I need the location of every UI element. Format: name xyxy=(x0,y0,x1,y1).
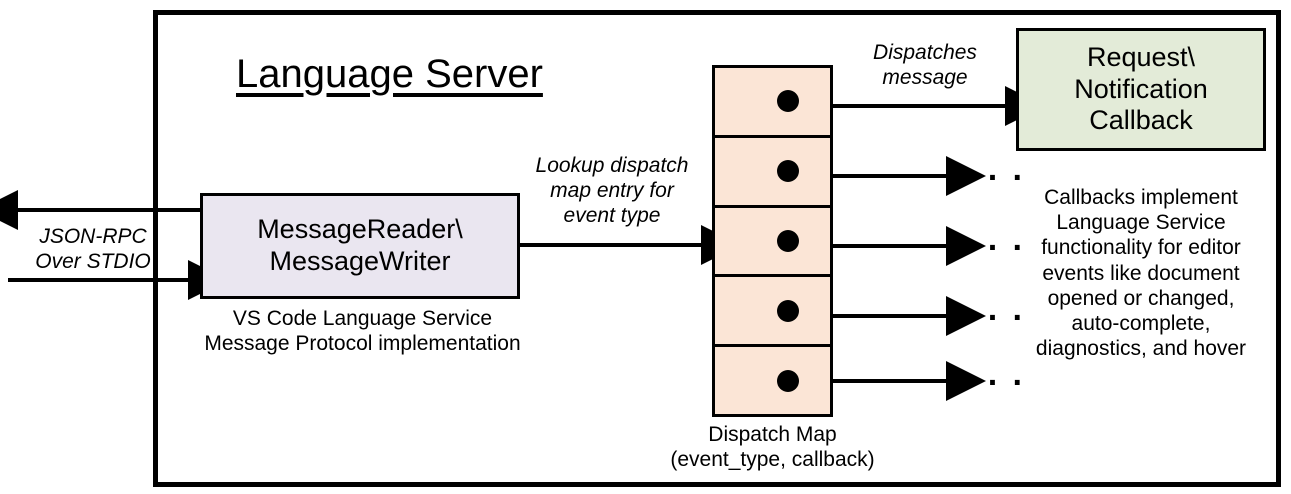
ellipsis-row-5: · · · xyxy=(963,364,1026,402)
page-title: Language Server xyxy=(236,52,543,96)
language-server-boundary xyxy=(153,10,1281,487)
ellipsis-row-4: · · · xyxy=(963,299,1026,337)
message-reader-writer-caption: VS Code Language Service Message Protoco… xyxy=(204,307,521,356)
request-notification-callback-label: Request\ Notification Callback xyxy=(1074,41,1208,136)
dispatch-map-row[interactable] xyxy=(715,138,830,208)
dispatch-map-caption: Dispatch Map (event_type, callback) xyxy=(670,423,875,472)
message-reader-writer-node[interactable]: MessageReader\ MessageWriter xyxy=(200,193,520,299)
dispatch-map-row[interactable] xyxy=(715,347,830,414)
dispatch-edge-label: Dispatches message xyxy=(873,41,977,90)
request-notification-callback-node[interactable]: Request\ Notification Callback xyxy=(1016,28,1266,151)
dispatch-map-row[interactable] xyxy=(715,277,830,348)
dispatch-map-row[interactable] xyxy=(715,68,830,138)
ellipsis-row-3: · · · xyxy=(963,229,1026,267)
callback-dot-icon xyxy=(777,229,799,252)
callback-dot-icon xyxy=(777,160,799,183)
callback-dot-icon xyxy=(777,299,799,322)
dispatch-map-table[interactable] xyxy=(712,65,833,417)
ellipsis-row-2: · · · xyxy=(963,159,1026,197)
dispatch-map-row[interactable] xyxy=(715,208,830,278)
message-reader-writer-label: MessageReader\ MessageWriter xyxy=(257,214,463,276)
jsonrpc-transport-label: JSON-RPC Over STDIO xyxy=(35,225,151,274)
lookup-edge-label: Lookup dispatch map entry for event type xyxy=(535,154,689,228)
callback-dot-icon xyxy=(777,369,799,392)
callback-dot-icon xyxy=(777,90,799,113)
callback-node-caption: Callbacks implement Language Service fun… xyxy=(1035,186,1247,361)
